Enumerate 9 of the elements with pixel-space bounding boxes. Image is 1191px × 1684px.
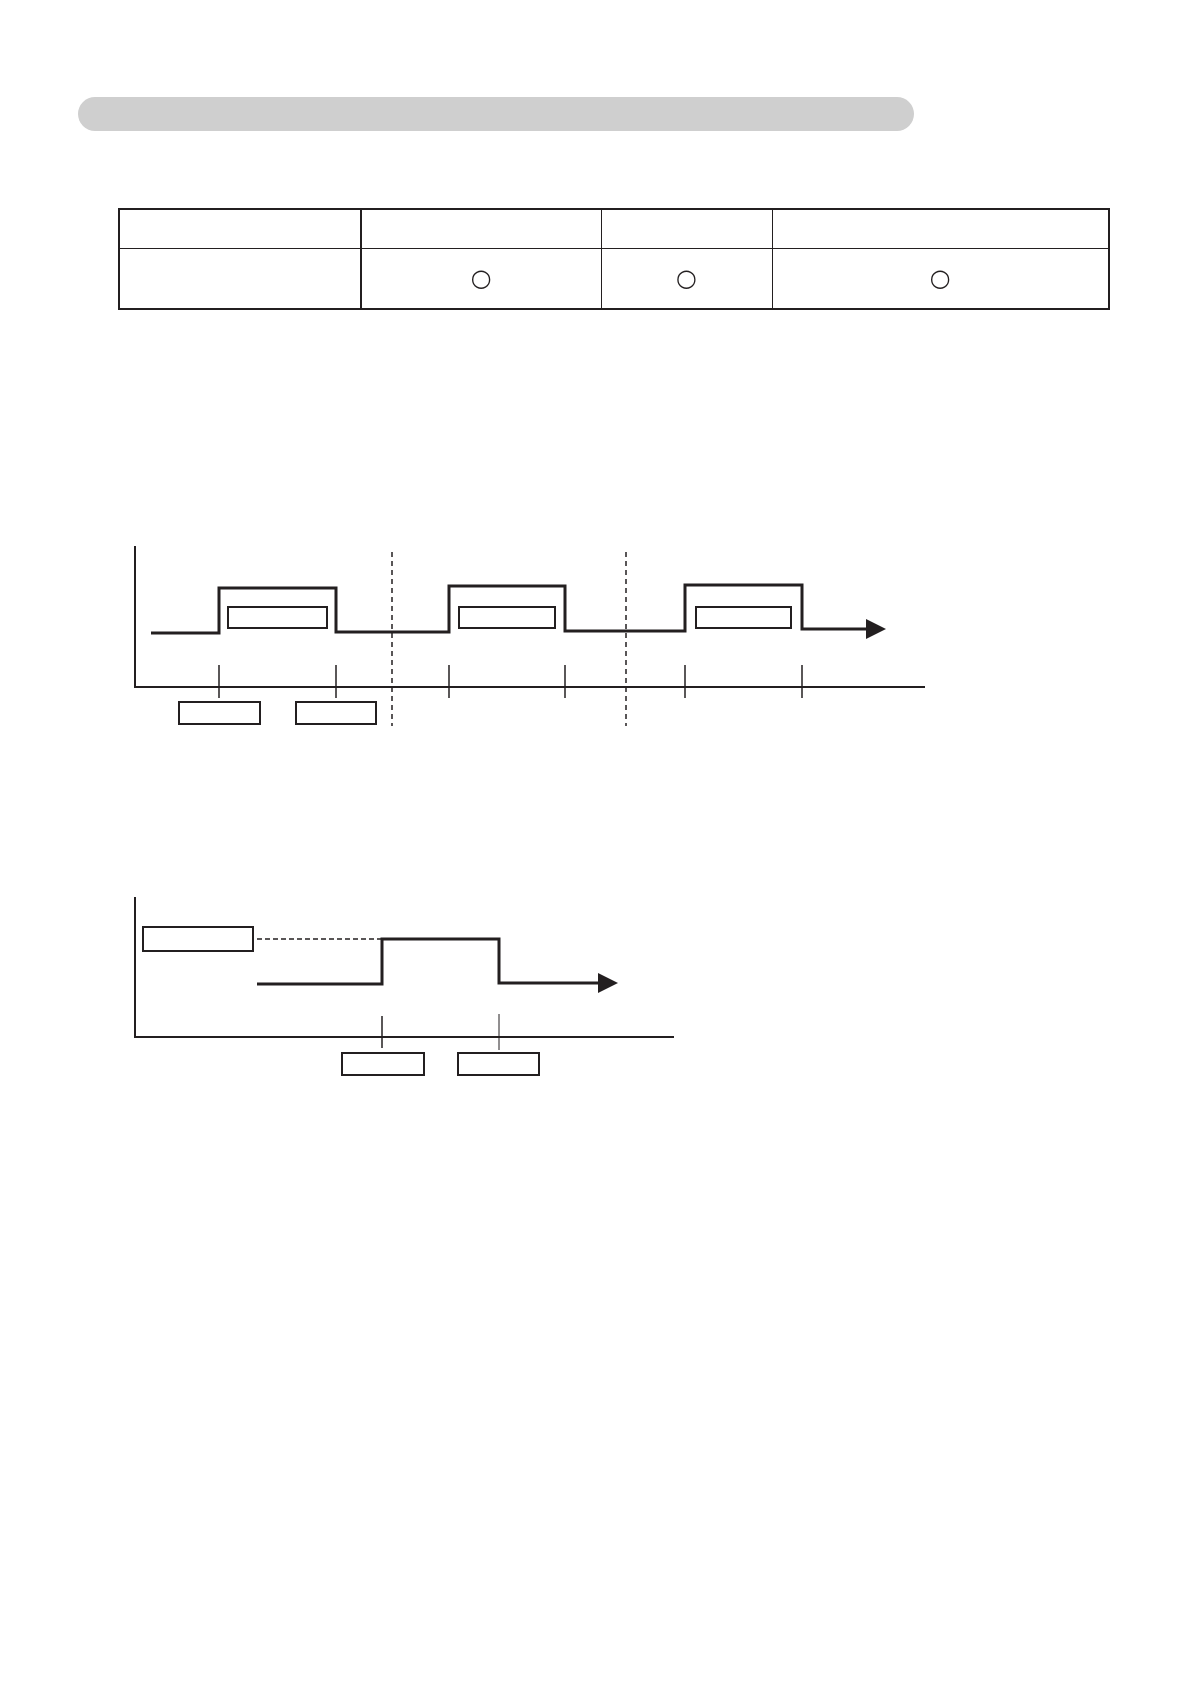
label-box xyxy=(458,606,556,629)
label-box xyxy=(295,701,377,725)
header-bar xyxy=(78,97,914,131)
label-box xyxy=(695,606,792,629)
label-box xyxy=(227,606,328,629)
label-box xyxy=(341,1052,425,1076)
label-box xyxy=(142,926,254,952)
label-box xyxy=(178,701,261,725)
label-box xyxy=(457,1052,540,1076)
